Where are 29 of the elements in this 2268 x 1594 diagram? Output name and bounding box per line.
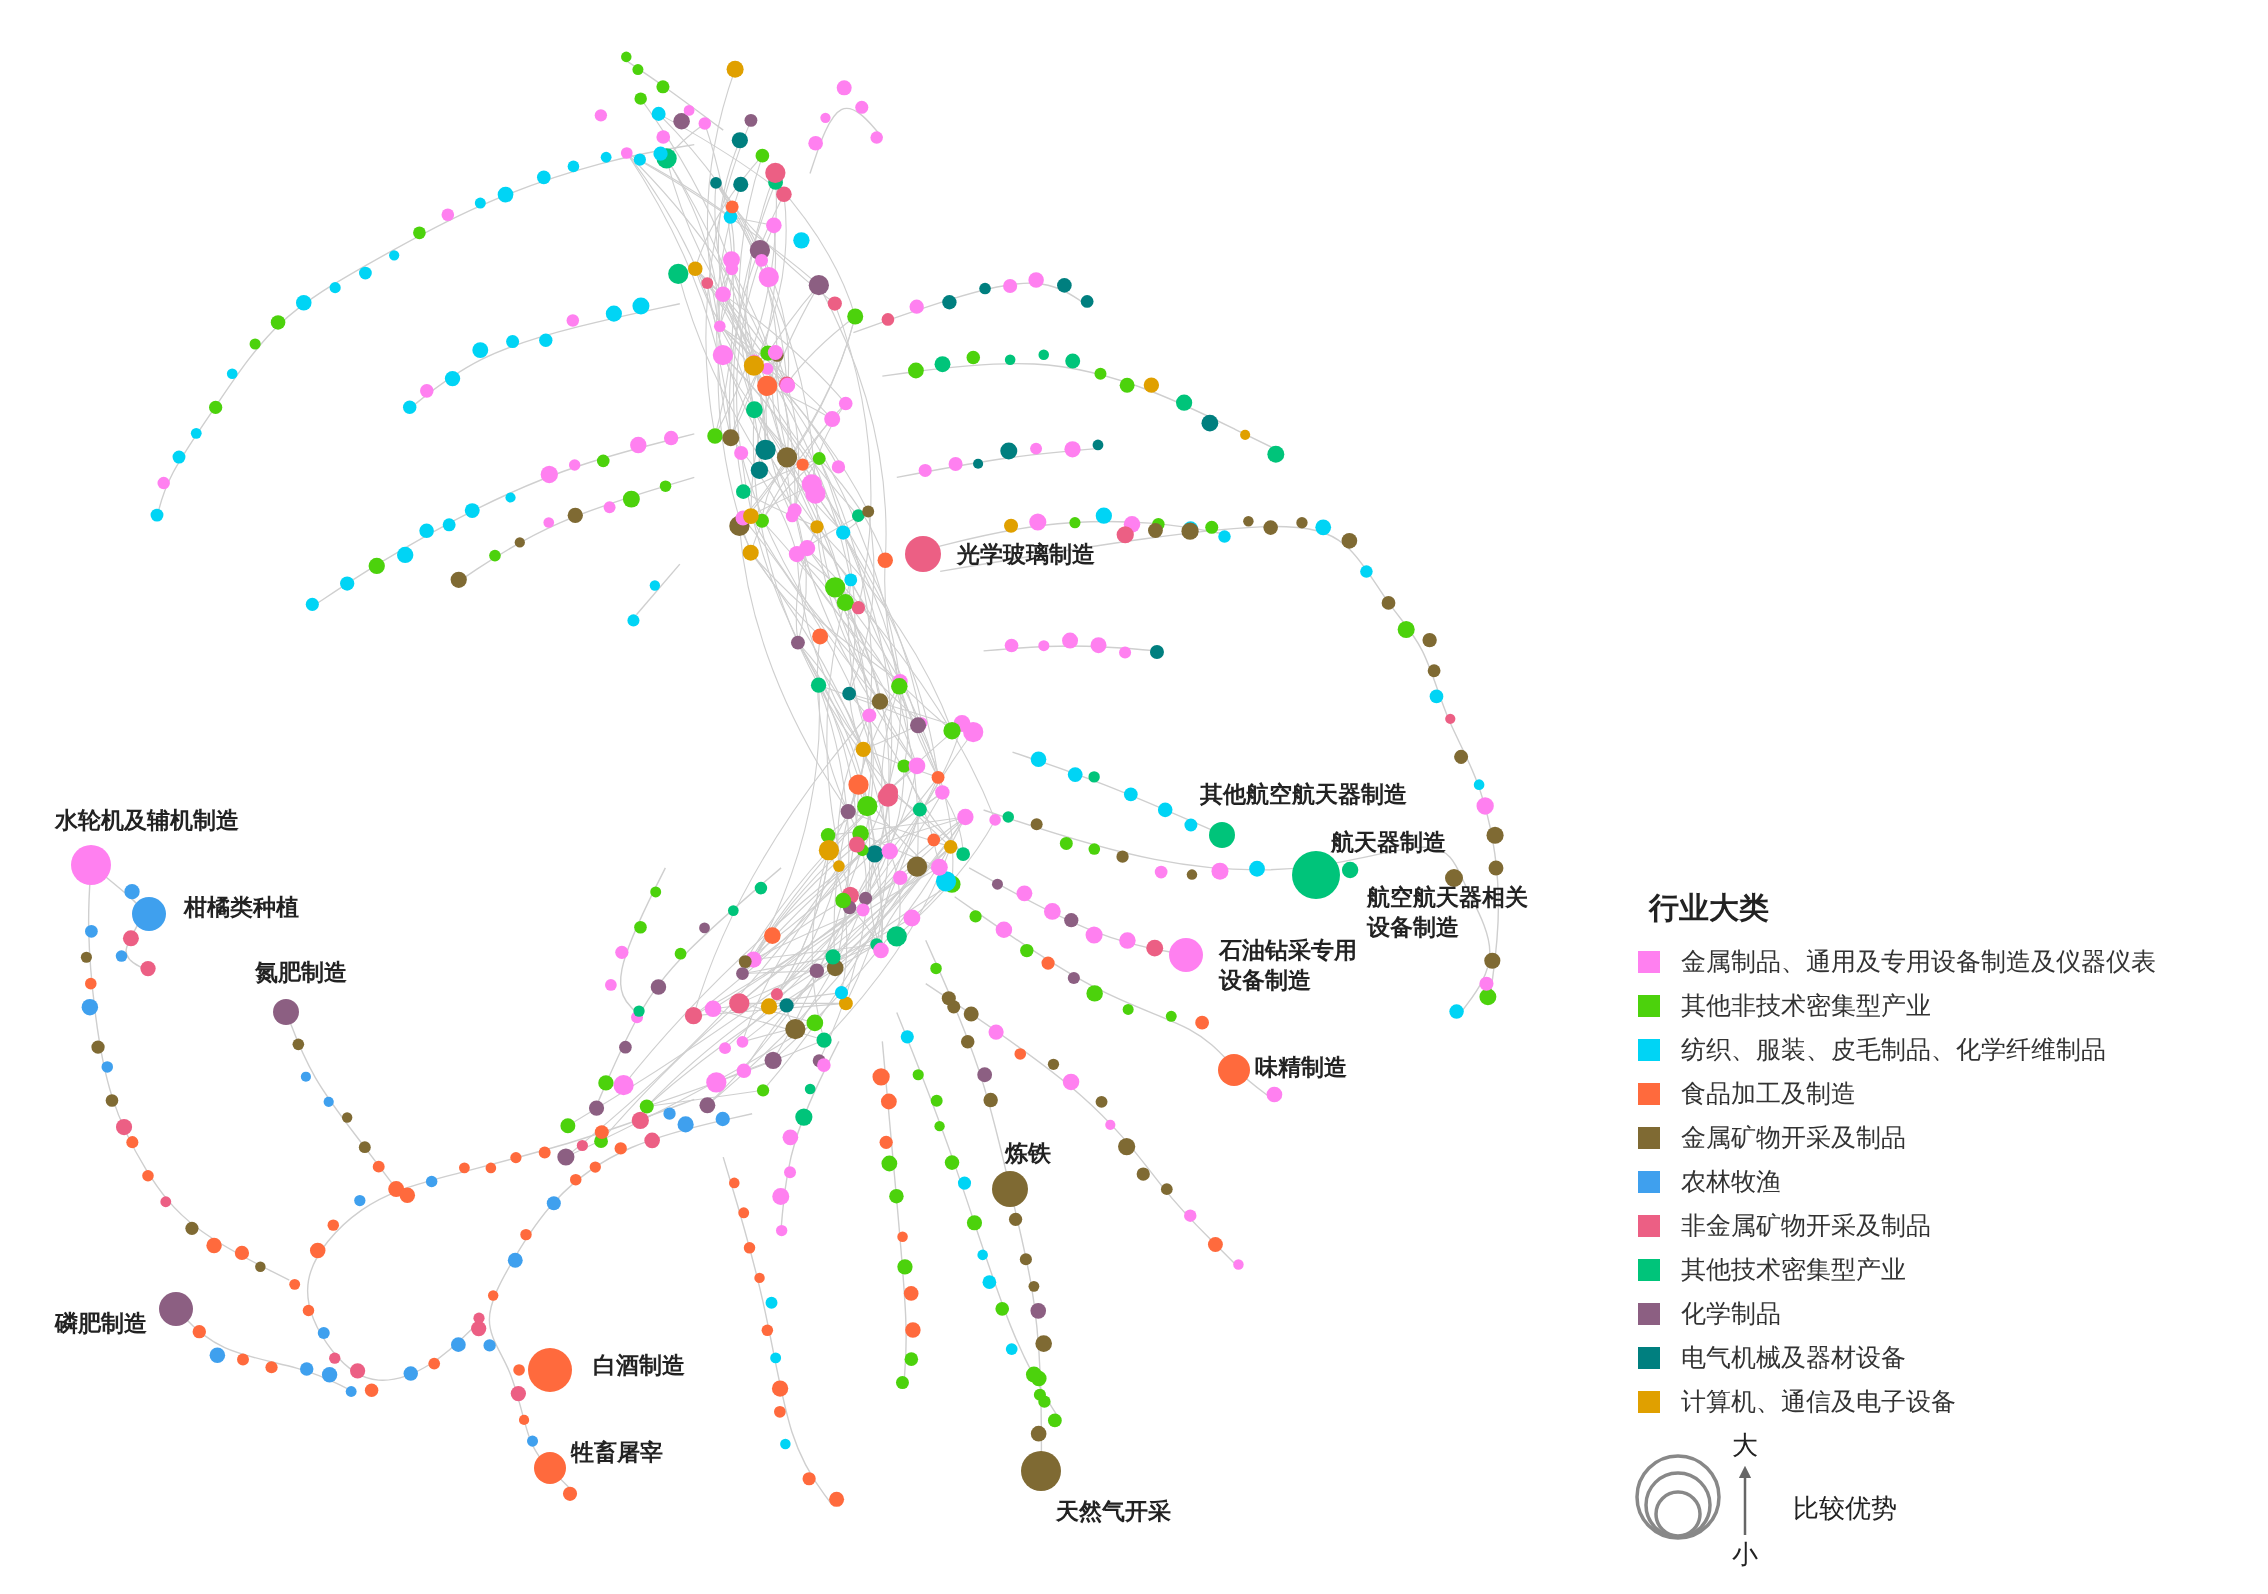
legend-label: 金属制品、通用及专用设备制造及仪器仪表: [1681, 947, 2156, 977]
legend-label: 食品加工及制造: [1681, 1079, 1856, 1109]
legend-label: 农林牧渔: [1681, 1167, 1781, 1197]
legend-label: 纺织、服装、皮毛制品、化学纤维制品: [1681, 1035, 2106, 1065]
scale-label: 小: [1732, 1538, 1758, 1571]
legend-label: 电气机械及器材设备: [1681, 1343, 1906, 1373]
node-label: 氮肥制造: [255, 958, 347, 987]
node-label: 炼铁: [1005, 1139, 1051, 1168]
legend-label: 其他技术密集型产业: [1681, 1255, 1906, 1285]
legend-label: 金属矿物开采及制品: [1681, 1123, 1906, 1153]
node-label: 牲畜屠宰: [571, 1438, 663, 1467]
legend-title: 行业大类: [1649, 889, 1769, 927]
node-label: 其他航空航天器制造: [1200, 780, 1407, 809]
legend-label: 化学制品: [1681, 1299, 1781, 1329]
node-label: 光学玻璃制造: [957, 540, 1095, 569]
scale-label: 大: [1732, 1429, 1758, 1462]
scale-caption: 比较优势: [1793, 1492, 1897, 1525]
node-label: 航空航天器相关设备制造: [1367, 883, 1529, 942]
node-label: 磷肥制造: [55, 1309, 147, 1338]
node-label: 航天器制造: [1331, 828, 1446, 857]
node-label: 天然气开采: [1056, 1497, 1171, 1526]
legend-label: 计算机、通信及电子设备: [1681, 1387, 1956, 1417]
legend-label: 非金属矿物开采及制品: [1681, 1211, 1931, 1241]
node-label: 石油钻采专用设备制造: [1219, 936, 1358, 995]
node-label: 白酒制造: [593, 1351, 685, 1380]
node-label: 水轮机及辅机制造: [55, 806, 239, 835]
node-label: 柑橘类种植: [184, 893, 299, 922]
node-label: 味精制造: [1255, 1053, 1347, 1082]
legend-label: 其他非技术密集型产业: [1681, 991, 1931, 1021]
